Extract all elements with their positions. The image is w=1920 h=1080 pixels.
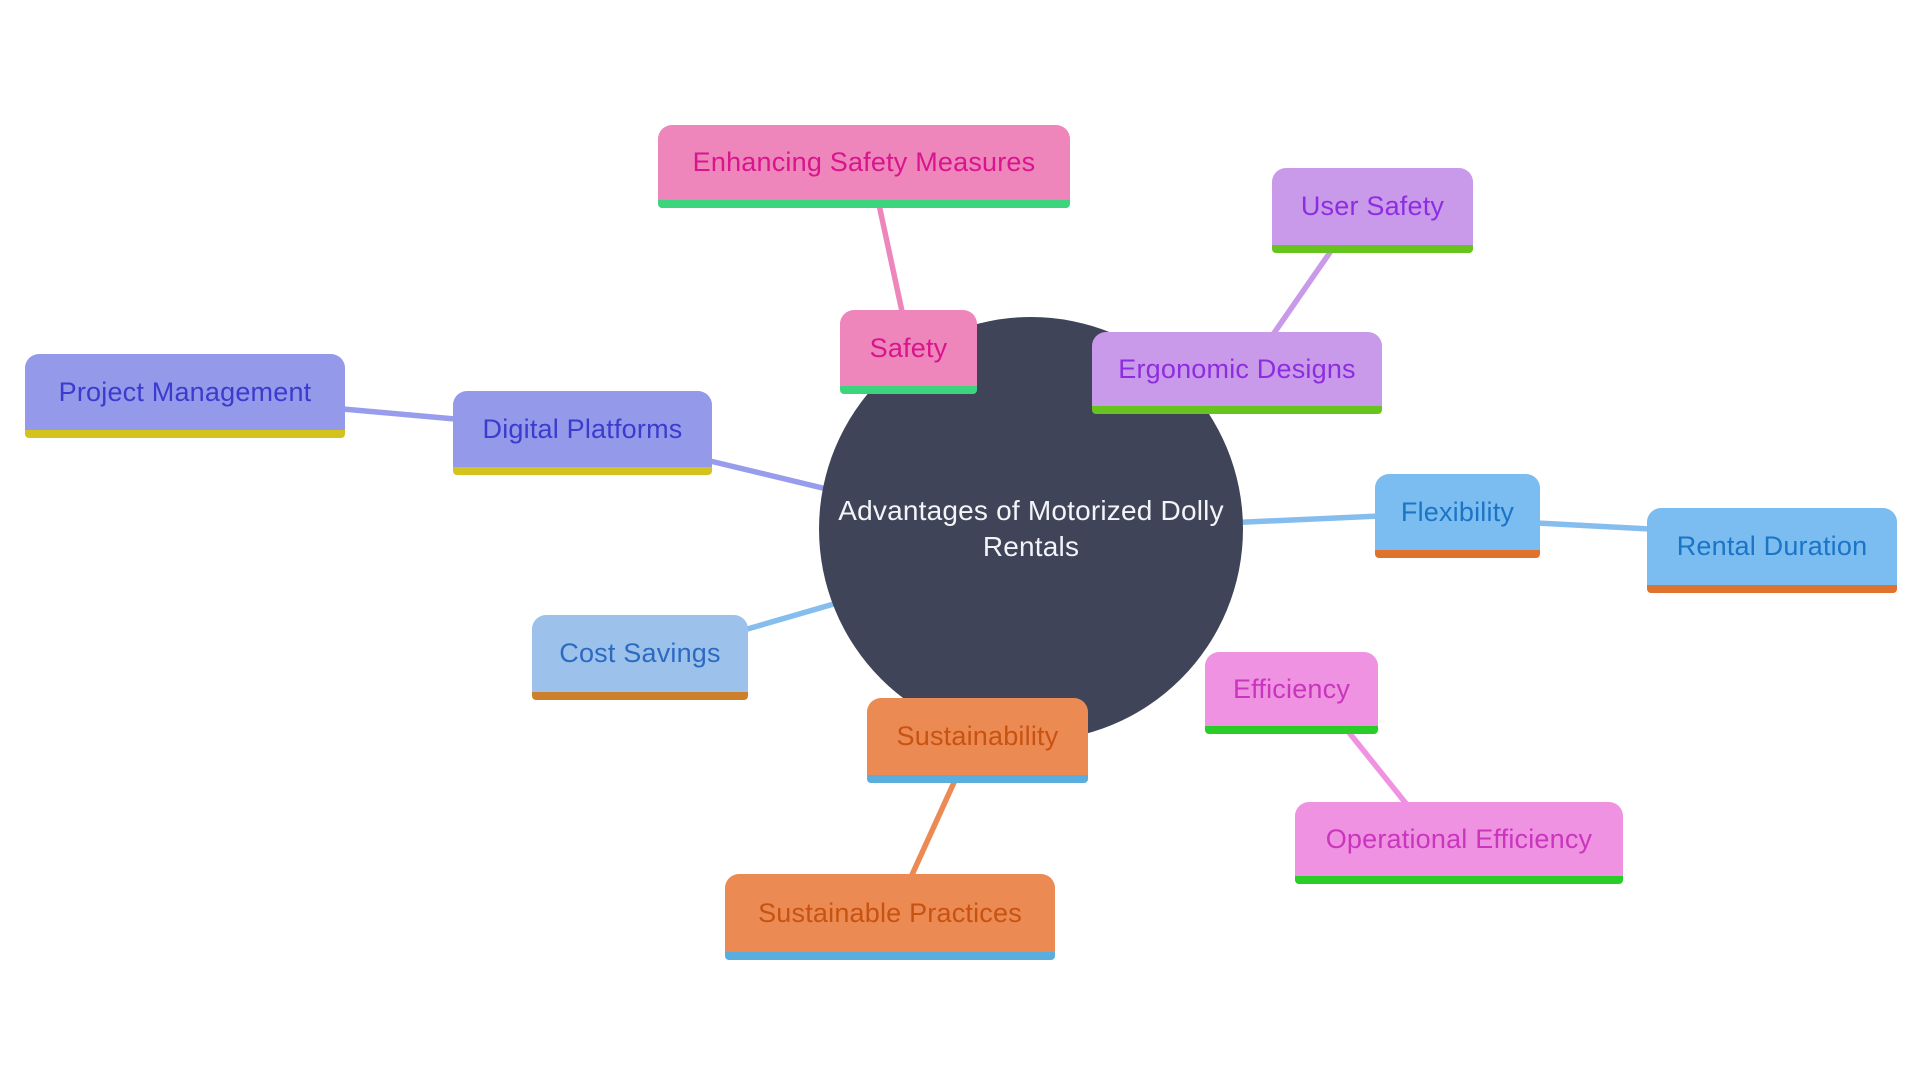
node-flexibility[interactable]: Flexibility <box>1375 474 1540 558</box>
node-project-management-label: Project Management <box>58 376 312 407</box>
node-sustainability-label: Sustainability <box>896 721 1059 751</box>
node-operational-efficiency[interactable]: Operational Efficiency <box>1295 802 1623 884</box>
connector-center-to-flexibility <box>1222 513 1383 526</box>
node-user-safety-label: User Safety <box>1300 191 1445 221</box>
node-sustainability[interactable]: Sustainability <box>867 698 1088 783</box>
node-cost-savings[interactable]: Cost Savings <box>532 615 748 700</box>
node-rental-duration-label: Rental Duration <box>1676 531 1868 561</box>
node-enhancing-safety-measures-label: Enhancing Safety Measures <box>692 147 1036 177</box>
node-digital-platforms[interactable]: Digital Platforms <box>453 391 712 475</box>
center-node-label-line2: Rentals <box>982 531 1080 562</box>
connector-flexibility-to-rental-duration <box>1534 520 1653 532</box>
node-enhancing-safety-measures[interactable]: Enhancing Safety Measures <box>658 125 1070 208</box>
connector-sustainability-to-sustainable-practices <box>908 775 959 880</box>
center-node-label-line1: Advantages of Motorized Dolly <box>838 494 1224 526</box>
node-safety-label: Safety <box>869 332 948 363</box>
node-user-safety[interactable]: User Safety <box>1272 168 1473 253</box>
node-cost-savings-label: Cost Savings <box>559 638 721 668</box>
node-sustainable-practices[interactable]: Sustainable Practices <box>725 874 1055 960</box>
node-flexibility-label: Flexibility <box>1400 496 1515 527</box>
node-digital-platforms-label: Digital Platforms <box>482 413 683 444</box>
node-ergonomic-designs[interactable]: Ergonomic Designs <box>1092 332 1382 414</box>
node-sustainable-practices-label: Sustainable Practices <box>758 897 1022 928</box>
connector-enhancing-safety-measures-to-safety <box>875 197 906 319</box>
connector-project-management-to-digital-platforms <box>340 406 458 422</box>
connector-user-safety-to-ergonomic-designs <box>1269 245 1336 339</box>
node-safety[interactable]: Safety <box>840 310 977 394</box>
node-efficiency-label: Efficiency <box>1232 673 1351 704</box>
node-efficiency[interactable]: Efficiency <box>1205 652 1378 734</box>
node-ergonomic-designs-label: Ergonomic Designs <box>1118 353 1356 384</box>
node-operational-efficiency-label: Operational Efficiency <box>1325 823 1593 854</box>
node-rental-duration[interactable]: Rental Duration <box>1647 508 1897 593</box>
connector-efficiency-to-operational-efficiency <box>1344 727 1411 809</box>
node-project-management[interactable]: Project Management <box>25 354 345 438</box>
